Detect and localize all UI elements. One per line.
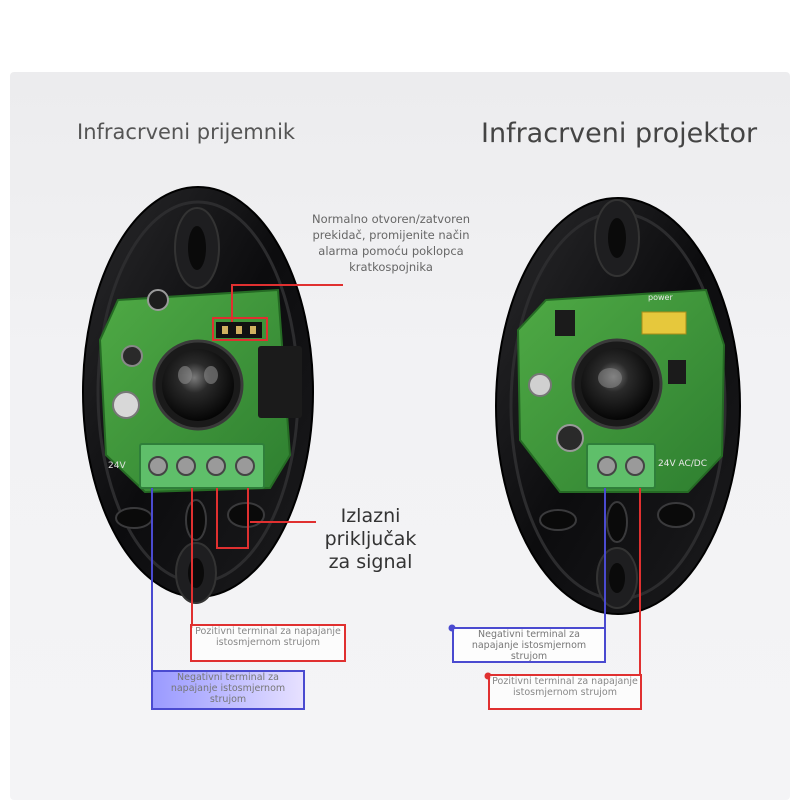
projector-voltage-label: 24V AC/DC [658, 459, 707, 469]
receiver-annotation-lines [151, 284, 343, 670]
signal-output-annotation: Izlazni priključak za signal [324, 505, 417, 573]
receiver-voltage-label: 24V [108, 461, 126, 471]
receiver-circuit-board: 24V [98, 288, 302, 494]
projector-negative-terminal-label: Negativni terminal za napajanje istosmje… [452, 627, 606, 663]
receiver-title: Infracrveni prijemnik [77, 120, 296, 144]
receiver-negative-terminal-label: Negativni terminal za napajanje istosmje… [151, 670, 305, 710]
capacitor-yellow [641, 311, 687, 335]
projector-title: Infracrveni projektor [481, 118, 758, 149]
projector-positive-terminal-label: Pozitivni terminal za napajanje istosmje… [488, 674, 642, 710]
receiver-positive-terminal-label: Pozitivni terminal za napajanje istosmje… [190, 624, 346, 662]
projector-power-label: power [648, 293, 673, 302]
projector-circuit-board: 24V AC/DC power [516, 288, 726, 493]
terminal-block [139, 443, 265, 489]
jumper-annotation: Normalno otvoren/zatvoren prekidač, prom… [312, 212, 470, 274]
relay [258, 346, 302, 418]
projector-terminal-block [586, 443, 656, 489]
